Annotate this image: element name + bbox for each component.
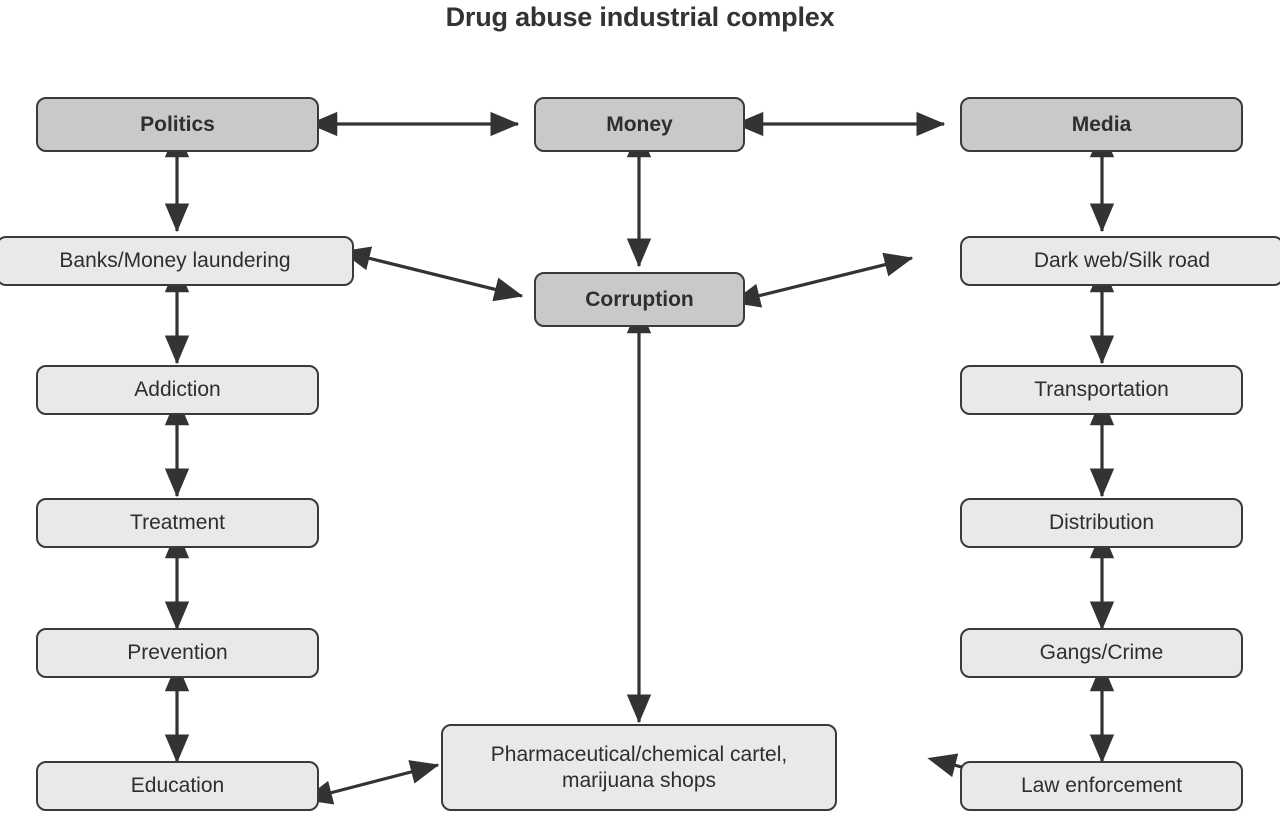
node-education[interactable]: Education (36, 761, 319, 811)
node-label: Education (130, 774, 225, 798)
node-prevention[interactable]: Prevention (36, 628, 319, 678)
node-label: Corruption (585, 287, 694, 311)
node-gangs-crime[interactable]: Gangs/Crime (960, 628, 1243, 678)
node-distribution[interactable]: Distribution (960, 498, 1243, 548)
node-label: Politics (140, 112, 215, 136)
page-title: Drug abuse industrial complex (445, 2, 835, 32)
connector-banks-corruption (341, 246, 524, 302)
connector-education-pharma (303, 760, 440, 805)
node-label: Treatment (130, 511, 225, 535)
node-label: Banks/Money laundering (59, 249, 291, 273)
node-label-line-2: marijuana shops (561, 768, 717, 792)
node-label: Distribution (1048, 511, 1155, 535)
node-label: Prevention (127, 641, 228, 665)
node-label-line-1: Pharmaceutical/chemical cartel, (490, 742, 788, 766)
node-law-enforcement[interactable]: Law enforcement (960, 761, 1243, 811)
node-corruption[interactable]: Corruption (534, 272, 745, 327)
node-media[interactable]: Media (960, 97, 1243, 152)
node-label: Media (1071, 112, 1132, 136)
node-label: Transportation (1034, 378, 1169, 402)
node-banks-money-laundering[interactable]: Banks/Money laundering (0, 236, 354, 286)
node-treatment[interactable]: Treatment (36, 498, 319, 548)
node-transportation[interactable]: Transportation (960, 365, 1243, 415)
node-label: Money (606, 112, 673, 136)
node-label: Gangs/Crime (1039, 641, 1164, 665)
node-pharmaceutical-cartel[interactable]: Pharmaceutical/chemical cartel, marijuan… (441, 724, 837, 811)
node-dark-web-silk-road[interactable]: Dark web/Silk road (960, 236, 1280, 286)
node-money[interactable]: Money (534, 97, 745, 152)
node-addiction[interactable]: Addiction (36, 365, 319, 415)
connector-corruption-darkweb (731, 252, 914, 308)
node-label: Dark web/Silk road (1033, 249, 1211, 273)
node-label: Law enforcement (1020, 774, 1183, 798)
node-label: Addiction (134, 378, 221, 402)
node-politics[interactable]: Politics (36, 97, 319, 152)
